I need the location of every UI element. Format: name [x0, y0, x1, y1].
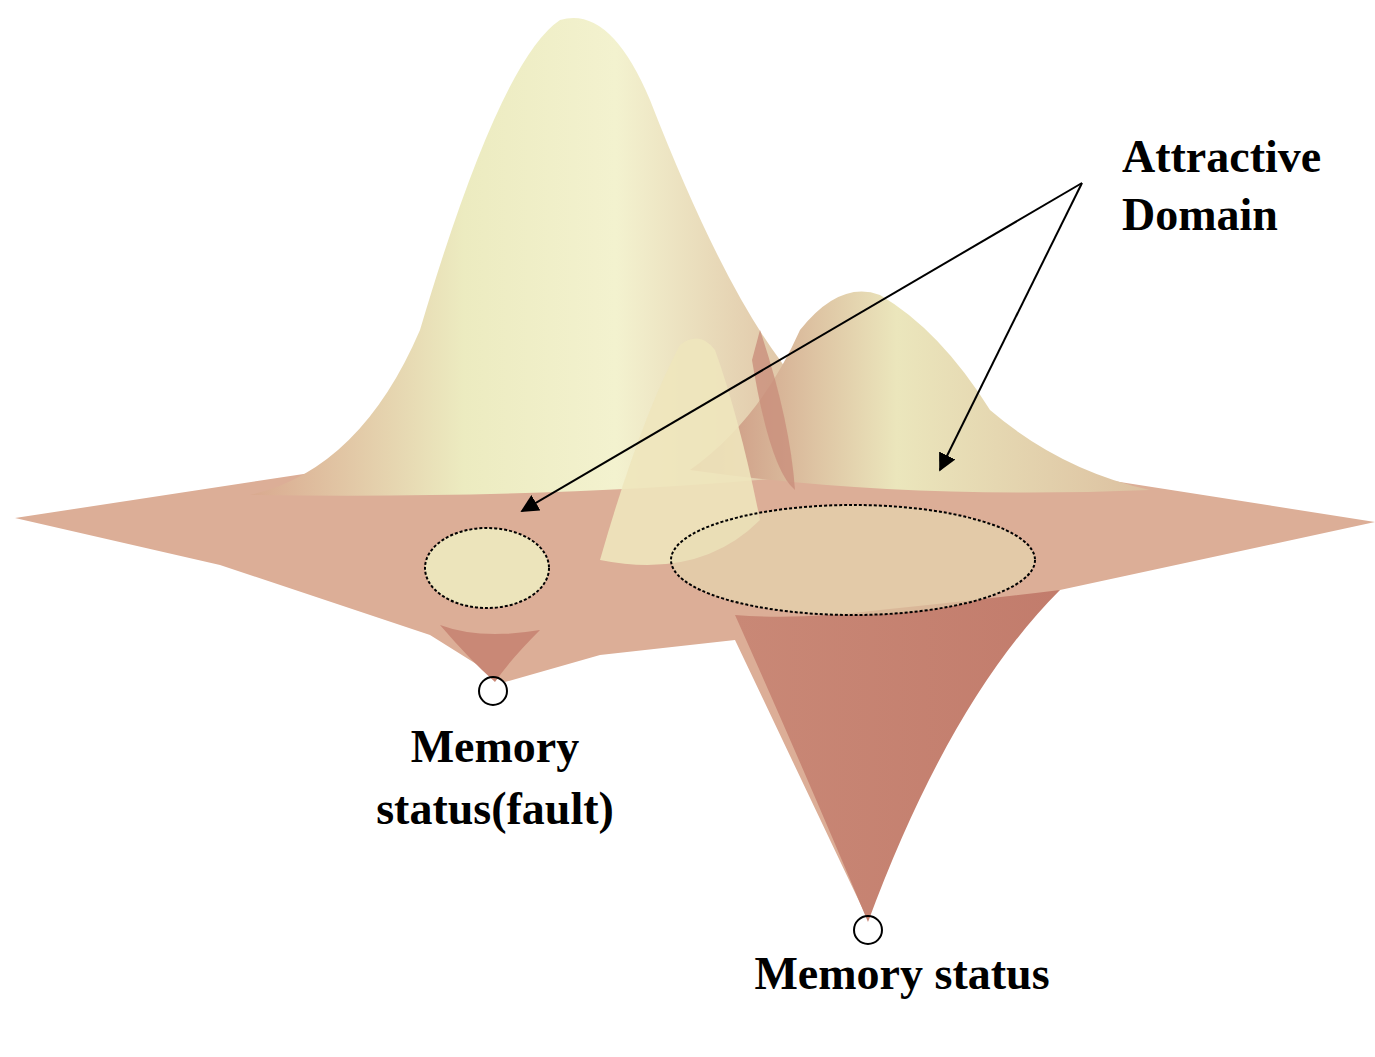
main-peak — [250, 18, 860, 496]
annotation-label: Memory status(fault) — [340, 716, 650, 840]
attractive-domain — [671, 505, 1035, 615]
annotation-label: Memory status — [752, 948, 1052, 1000]
status-marker — [854, 916, 882, 944]
leader-arrow — [940, 183, 1082, 470]
attractive-domain — [425, 528, 549, 608]
label-box: Attractive Domain — [1122, 128, 1370, 244]
annotation-label: Attractive Domain — [1122, 128, 1370, 244]
label-box: Memory status(fault) — [340, 716, 650, 840]
status-marker — [479, 677, 507, 705]
valley — [735, 590, 1060, 922]
leader-arrow — [522, 183, 1082, 511]
label-box: Memory status — [752, 948, 1052, 1000]
fault-dip — [440, 625, 540, 682]
second-peak — [690, 292, 1150, 493]
